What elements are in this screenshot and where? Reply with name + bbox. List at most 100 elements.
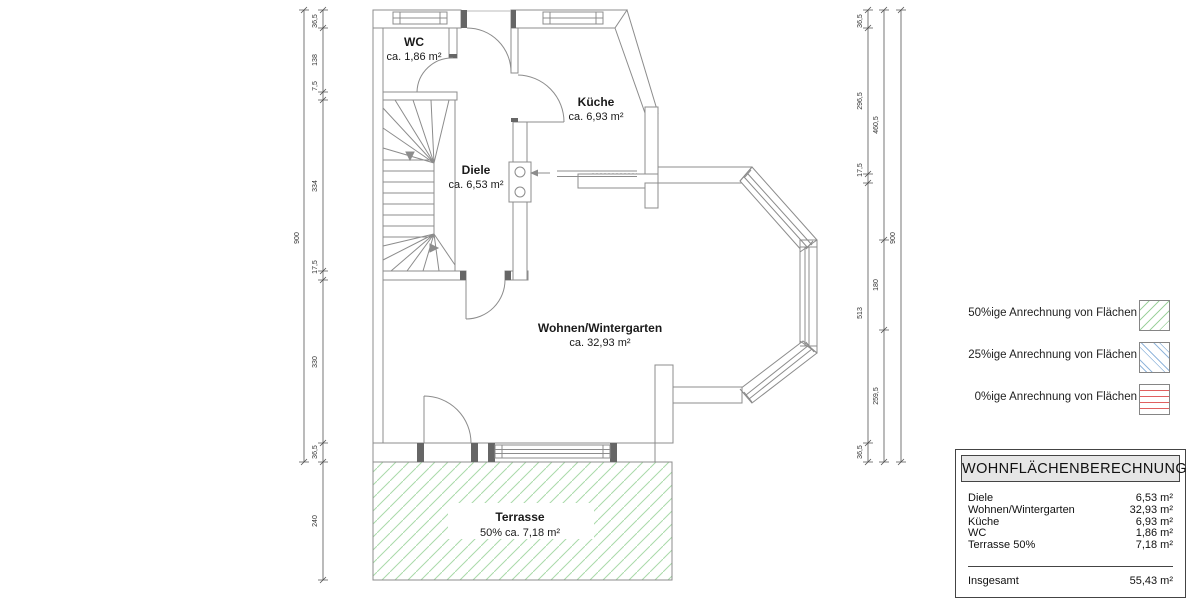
dim-left-2: 7,5 (312, 81, 319, 91)
dim-left-7: 240 (312, 515, 319, 527)
wall-diele-bottom-left (382, 270, 467, 281)
doors (416, 10, 565, 444)
room-area-wc: ca. 1,86 m² (386, 51, 441, 63)
row-label: Diele (968, 492, 994, 504)
dim-right-mid-1: 180 (873, 279, 880, 291)
column-circle (514, 186, 526, 198)
dim-left-1: 138 (312, 54, 319, 66)
terrace-door (423, 395, 472, 444)
dimension-lines (299, 6, 906, 584)
total-label: Insgesamt (968, 574, 1019, 587)
room-labels: WC ca. 1,86 m² Küche ca. 6,93 m² Diele c… (386, 35, 662, 539)
living-room-door (465, 279, 506, 320)
row-label: WC (968, 527, 987, 540)
room-label-wohnen: Wohnen/Wintergarten (538, 321, 662, 335)
dim-right-inner-3: 513 (857, 307, 864, 319)
legend-swatch-green-hatch (1139, 300, 1170, 331)
legend-swatch-blue-hatch (1139, 342, 1170, 373)
entrance-arrow-head (530, 169, 538, 177)
door-window-jambs (417, 10, 617, 462)
wall-kitchen-right (644, 106, 659, 184)
row-value: 1,86 m² (1135, 527, 1173, 540)
terrace-area (372, 461, 673, 581)
staircase (382, 99, 456, 272)
dim-left-3: 334 (312, 180, 319, 192)
area-table: WOHNFLÄCHENBERECHNUNG Diele 6,53 m² Wohn… (955, 449, 1187, 598)
stair-direction-arrow (405, 151, 415, 162)
wall-stub-top-right (644, 182, 659, 209)
terrace-door-opening (424, 444, 471, 461)
entrance-door (466, 27, 512, 73)
wall-left (372, 9, 384, 463)
dim-right-inner-0: 36,5 (857, 14, 864, 28)
row-value: 6,93 m² (1135, 515, 1173, 528)
dim-left-total: 900 (294, 232, 301, 244)
row-label: Wohnen/Wintergarten (968, 503, 1075, 516)
wall-bay-top (657, 166, 753, 184)
stair-direction-arrow (429, 243, 440, 253)
row-label: Terrasse 50% (968, 539, 1036, 552)
room-area-terrasse: 50% ca. 7,18 m² (480, 527, 560, 539)
wall-bay-bottom (672, 386, 743, 404)
row-value: 7,18 m² (1135, 539, 1173, 552)
wall-kitchen-diagonal (614, 8, 659, 114)
wall-wc-right (448, 27, 458, 59)
table-divider (968, 565, 1173, 567)
row-value: 6,53 m² (1135, 492, 1173, 504)
room-area-kueche: ca. 6,93 m² (568, 111, 623, 123)
bay-window-glass (739, 166, 818, 404)
dimension-labels: 900 36,5 138 7,5 334 17,5 330 36,5 240 3… (294, 14, 897, 527)
dim-right-total: 900 (890, 232, 897, 244)
area-table-title: WOHNFLÄCHENBERECHNUNG (961, 455, 1187, 482)
fixtures (514, 166, 637, 198)
row-value: 32,93 m² (1129, 503, 1173, 516)
terrace-label-backdrop (448, 503, 594, 539)
room-label-wc: WC (404, 35, 424, 49)
wall-stub-bottom-right (654, 364, 674, 444)
table-row: Diele 6,53 m² (968, 492, 1173, 505)
total-value: 55,43 m² (1129, 574, 1173, 587)
room-label-kueche: Küche (578, 95, 615, 109)
legend-swatch-red-hatch (1139, 384, 1170, 415)
wc-door (416, 57, 454, 93)
dim-right-mid-0: 460,5 (873, 116, 880, 134)
dim-left-0: 36,5 (312, 14, 319, 28)
wall-wc-partition (382, 91, 458, 101)
legend-row-50: 50%ige Anrechnung von Flächen (940, 300, 1190, 331)
table-total-row: Insgesamt 55,43 m² (968, 574, 1173, 588)
legend-row-0: 0%ige Anrechnung von Flächen (940, 384, 1190, 415)
dim-right-inner-2: 17,5 (857, 163, 864, 177)
window-bottom (494, 444, 611, 459)
wall-kitchen-left-upper (510, 27, 519, 74)
legend-label-50: 50%ige Anrechnung von Flächen (968, 307, 1137, 319)
row-label: Küche (968, 515, 1000, 528)
table-row: Küche 6,93 m² (968, 515, 1173, 529)
room-area-diele: ca. 6,53 m² (448, 179, 503, 191)
bay-upper-window-band (739, 166, 818, 253)
legend-row-25: 25%ige Anrechnung von Flächen (940, 342, 1190, 373)
area-table-rows: Diele 6,53 m² Wohnen/Wintergarten 32,93 … (956, 487, 1185, 552)
window-kitchen (542, 11, 604, 25)
room-label-diele: Diele (462, 163, 491, 177)
window-wc (392, 11, 448, 25)
dim-right-inner-4: 36,5 (857, 445, 864, 459)
bay-lower-window-band (739, 340, 818, 404)
kitchen-door (517, 74, 565, 123)
table-row: WC 1,86 m² (968, 528, 1173, 540)
room-label-terrasse: Terrasse (495, 510, 544, 524)
dim-right-inner-1: 296,5 (857, 92, 864, 110)
table-row: Wohnen/Wintergarten 32,93 m² (968, 503, 1173, 517)
dim-right-mid-2: 259,5 (873, 387, 880, 405)
room-area-wohnen: ca. 32,93 m² (569, 337, 630, 349)
windows (392, 11, 818, 459)
legend-label-0: 0%ige Anrechnung von Flächen (974, 391, 1137, 403)
dim-left-4: 17,5 (312, 260, 319, 274)
column-circle (514, 166, 526, 178)
dim-left-5: 330 (312, 356, 319, 368)
table-row: Terrasse 50% 7,18 m² (968, 539, 1173, 552)
legend-label-25: 25%ige Anrechnung von Flächen (968, 349, 1137, 361)
kitchen-counter (557, 170, 637, 177)
dim-left-6: 36,5 (312, 445, 319, 459)
